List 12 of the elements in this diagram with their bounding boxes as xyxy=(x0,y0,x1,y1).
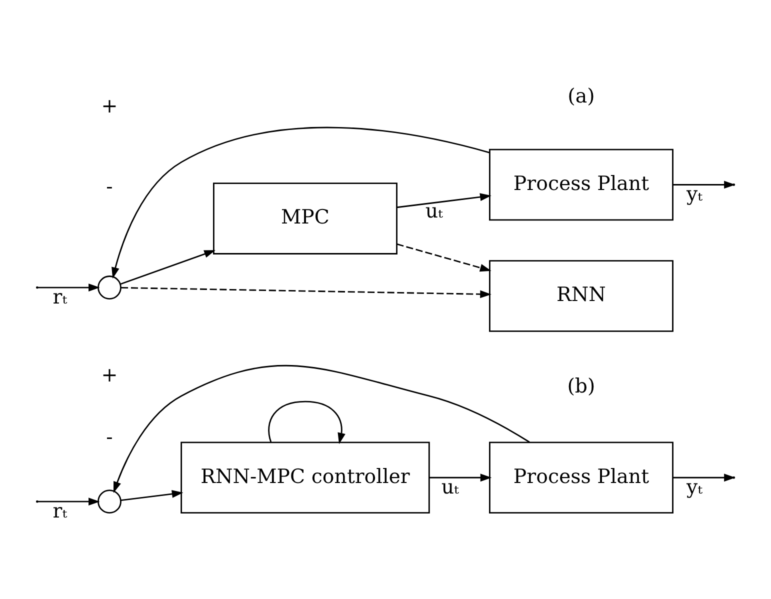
edge-label: uₜ xyxy=(441,475,459,498)
edge-label: uₜ xyxy=(425,199,443,222)
edge-label: rₜ xyxy=(52,285,68,308)
label: - xyxy=(106,174,113,198)
edge-label: yₜ xyxy=(686,475,702,498)
label: (a) xyxy=(568,84,595,108)
label: - xyxy=(106,425,113,448)
label: (b) xyxy=(567,374,596,398)
label: + xyxy=(101,363,118,386)
edge-label: rₜ xyxy=(52,499,68,522)
label: + xyxy=(101,94,118,118)
edge-label: yₜ xyxy=(686,182,702,206)
